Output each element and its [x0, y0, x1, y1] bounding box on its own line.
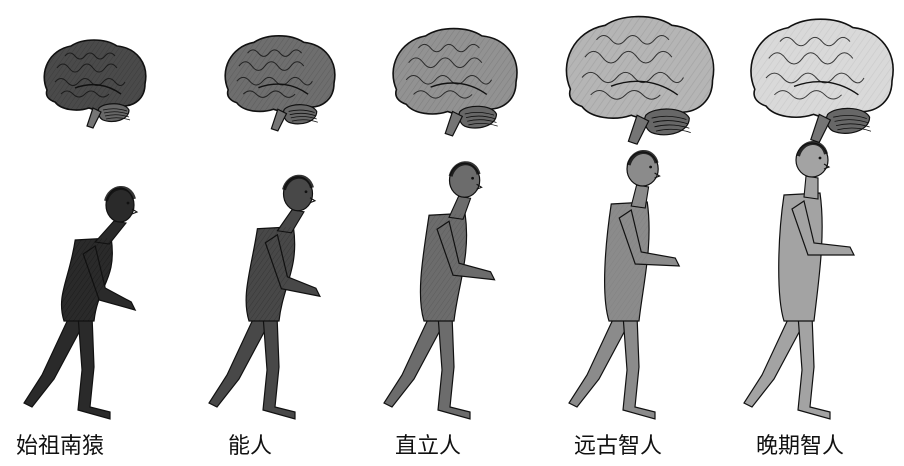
brain-archaic-sapiens: [566, 17, 713, 145]
leg-front: [263, 315, 295, 419]
label-late-sapiens: 晚期智人: [756, 432, 844, 462]
leg-front: [438, 315, 470, 419]
leg-front: [78, 315, 110, 419]
label-ardipithecus: 始祖南猿: [16, 432, 104, 462]
label-archaic-sapiens: 远古智人: [574, 432, 662, 462]
figure-ardipithecus: [24, 188, 137, 419]
leg-front: [798, 315, 830, 419]
brain-late-sapiens: [751, 19, 893, 142]
brain-homo-habilis: [225, 36, 335, 131]
label-homo-habilis: 能人: [228, 432, 272, 462]
figure-archaic-sapiens: [569, 152, 679, 419]
figure-late-sapiens: [744, 143, 854, 419]
figure-homo-habilis: [209, 177, 320, 419]
leg-front: [623, 315, 655, 419]
leg-back: [209, 315, 269, 407]
leg-back: [569, 315, 629, 407]
label-homo-erectus: 直立人: [395, 432, 461, 462]
leg-back: [744, 315, 804, 407]
brain-homo-erectus: [393, 29, 517, 136]
leg-back: [384, 315, 444, 407]
figure-homo-erectus: [384, 163, 495, 419]
leg-back: [24, 315, 84, 407]
brain-ardipithecus: [44, 40, 146, 128]
